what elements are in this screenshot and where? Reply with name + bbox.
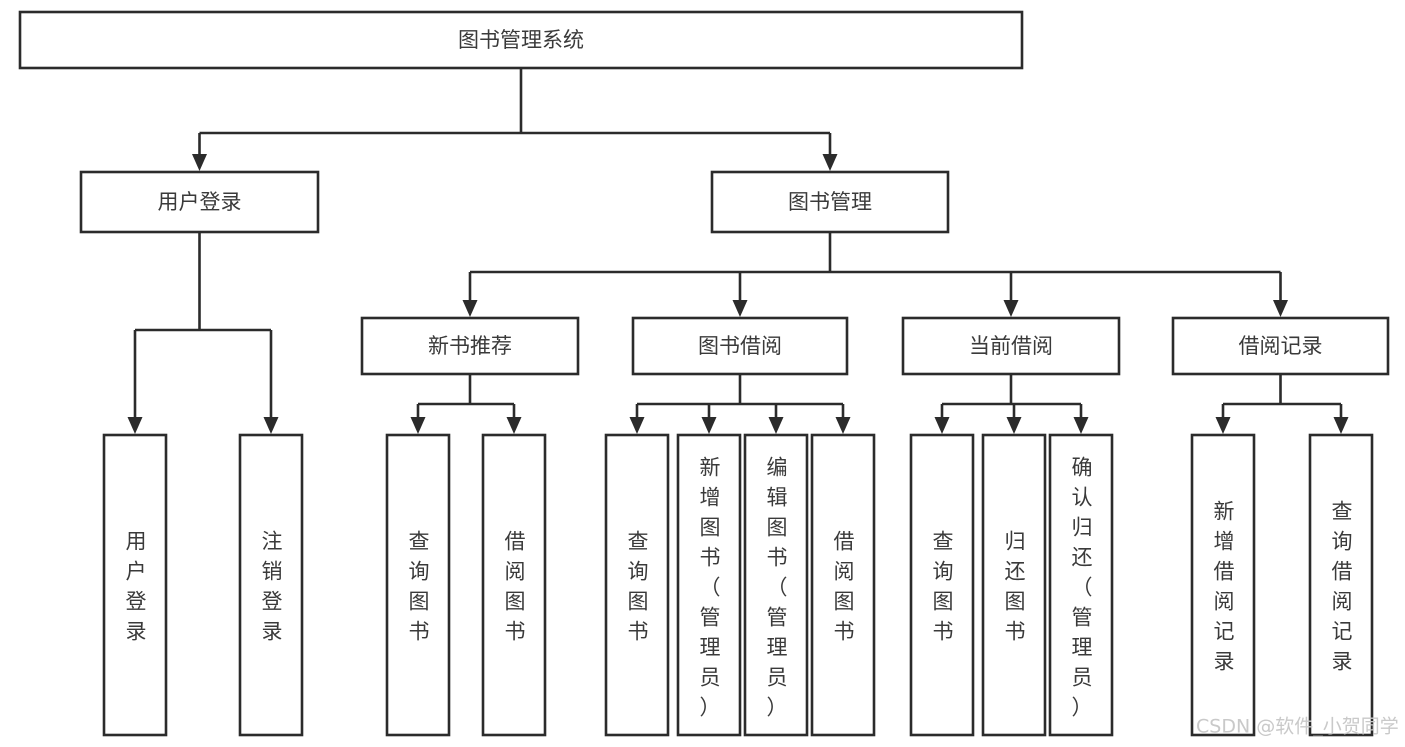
node-label: 编辑图书（管理员） <box>767 455 788 719</box>
node-box[interactable] <box>385 433 451 737</box>
node-label: 归还图书 <box>1005 529 1026 643</box>
arrow-head-icon <box>732 300 748 317</box>
connector-group <box>127 232 279 434</box>
arrow-head-icon <box>410 417 426 434</box>
node-label: 借阅记录 <box>1239 334 1323 358</box>
arrow-head-icon <box>462 300 478 317</box>
node-label: 查询图书 <box>628 529 649 643</box>
node-box[interactable] <box>1190 433 1256 737</box>
node-box[interactable] <box>909 433 975 737</box>
node-box[interactable] <box>481 433 547 737</box>
node-box[interactable] <box>238 433 304 737</box>
node-box[interactable] <box>1171 316 1390 376</box>
node-leaf-leaf-borrow-book[interactable]: 借阅图书 <box>810 433 876 737</box>
node-level1-user-login[interactable]: 用户登录 <box>79 170 320 234</box>
arrow-head-icon <box>768 417 784 434</box>
arrow-head-icon <box>701 417 717 434</box>
node-leaf-leaf-query-book-current[interactable]: 查询图书 <box>909 433 975 737</box>
node-label: 新增借阅记录 <box>1214 499 1235 673</box>
node-leaf-leaf-query-book-recommend[interactable]: 查询图书 <box>385 433 451 737</box>
arrow-head-icon <box>934 417 950 434</box>
node-leaf-leaf-edit-book[interactable]: 编辑图书（管理员） <box>743 433 809 737</box>
node-label: 新增图书（管理员） <box>700 455 721 719</box>
arrow-head-icon <box>127 417 143 434</box>
node-leaf-leaf-return-book[interactable]: 归还图书 <box>981 433 1047 737</box>
node-leaf-leaf-user-login[interactable]: 用户登录 <box>102 433 168 737</box>
node-box[interactable] <box>810 433 876 737</box>
arrow-head-icon <box>1215 417 1231 434</box>
node-level2-borrow-record[interactable]: 借阅记录 <box>1171 316 1390 376</box>
node-box[interactable] <box>79 170 320 234</box>
node-label: 用户登录 <box>126 529 147 643</box>
node-box[interactable] <box>981 433 1047 737</box>
node-box[interactable] <box>901 316 1121 376</box>
arrow-head-icon <box>506 417 522 434</box>
node-box[interactable] <box>631 316 849 376</box>
arrow-head-icon <box>1006 417 1022 434</box>
arrow-head-icon <box>1073 417 1089 434</box>
node-label: 查询图书 <box>933 529 954 643</box>
node-box[interactable] <box>743 433 809 737</box>
connector-group <box>934 374 1089 434</box>
node-label: 借阅图书 <box>505 529 526 643</box>
arrow-head-icon <box>192 154 207 171</box>
node-box[interactable] <box>18 10 1024 70</box>
node-label: 查询图书 <box>409 529 430 643</box>
node-leaf-leaf-add-book[interactable]: 新增图书（管理员） <box>676 433 742 737</box>
csdn-watermark: CSDN @软件_小贺同学 <box>1196 716 1399 738</box>
node-level2-new-book-recommend[interactable]: 新书推荐 <box>360 316 580 376</box>
arrow-head-icon <box>1003 300 1019 317</box>
node-label: 注销登录 <box>262 529 283 643</box>
node-layer: 图书管理系统用户登录图书管理新书推荐图书借阅当前借阅借阅记录用户登录注销登录查询… <box>18 10 1390 737</box>
arrow-head-icon <box>263 417 279 434</box>
node-box[interactable] <box>710 170 950 234</box>
node-box[interactable] <box>676 433 742 737</box>
connector-group <box>410 374 522 434</box>
node-box[interactable] <box>360 316 580 376</box>
arrow-head-icon <box>835 417 851 434</box>
node-label: 借阅图书 <box>834 529 855 643</box>
node-label: 图书借阅 <box>698 334 782 358</box>
watermark-layer: CSDN @软件_小贺同学 <box>1196 716 1399 738</box>
connector-group <box>1215 374 1349 434</box>
node-leaf-leaf-borrow-book-recommend[interactable]: 借阅图书 <box>481 433 547 737</box>
node-box[interactable] <box>1308 433 1374 737</box>
node-leaf-leaf-query-borrow-record[interactable]: 查询借阅记录 <box>1308 433 1374 737</box>
connector-layer <box>127 68 1349 434</box>
node-leaf-leaf-query-book-borrow[interactable]: 查询图书 <box>604 433 670 737</box>
connector-group <box>462 232 1288 317</box>
node-box[interactable] <box>102 433 168 737</box>
node-label: 确认归还（管理员） <box>1072 455 1093 719</box>
node-level1-book-management[interactable]: 图书管理 <box>710 170 950 234</box>
node-level2-current-borrow[interactable]: 当前借阅 <box>901 316 1121 376</box>
node-label: 用户登录 <box>158 190 242 214</box>
node-leaf-leaf-add-borrow-record[interactable]: 新增借阅记录 <box>1190 433 1256 737</box>
node-label: 图书管理系统 <box>458 28 584 52</box>
arrow-head-icon <box>629 417 645 434</box>
node-label: 图书管理 <box>788 190 872 214</box>
node-box[interactable] <box>604 433 670 737</box>
node-leaf-leaf-confirm-return[interactable]: 确认归还（管理员） <box>1048 433 1114 737</box>
arrow-head-icon <box>1333 417 1349 434</box>
node-label: 查询借阅记录 <box>1332 499 1353 673</box>
node-root-root[interactable]: 图书管理系统 <box>18 10 1024 70</box>
node-label: 当前借阅 <box>969 334 1053 358</box>
arrow-head-icon <box>1273 300 1288 317</box>
connector-group <box>192 68 838 171</box>
node-box[interactable] <box>1048 433 1114 737</box>
arrow-head-icon <box>822 154 838 171</box>
node-label: 新书推荐 <box>428 334 512 358</box>
node-level2-book-borrow[interactable]: 图书借阅 <box>631 316 849 376</box>
node-leaf-leaf-user-logout[interactable]: 注销登录 <box>238 433 304 737</box>
connector-group <box>629 374 851 434</box>
